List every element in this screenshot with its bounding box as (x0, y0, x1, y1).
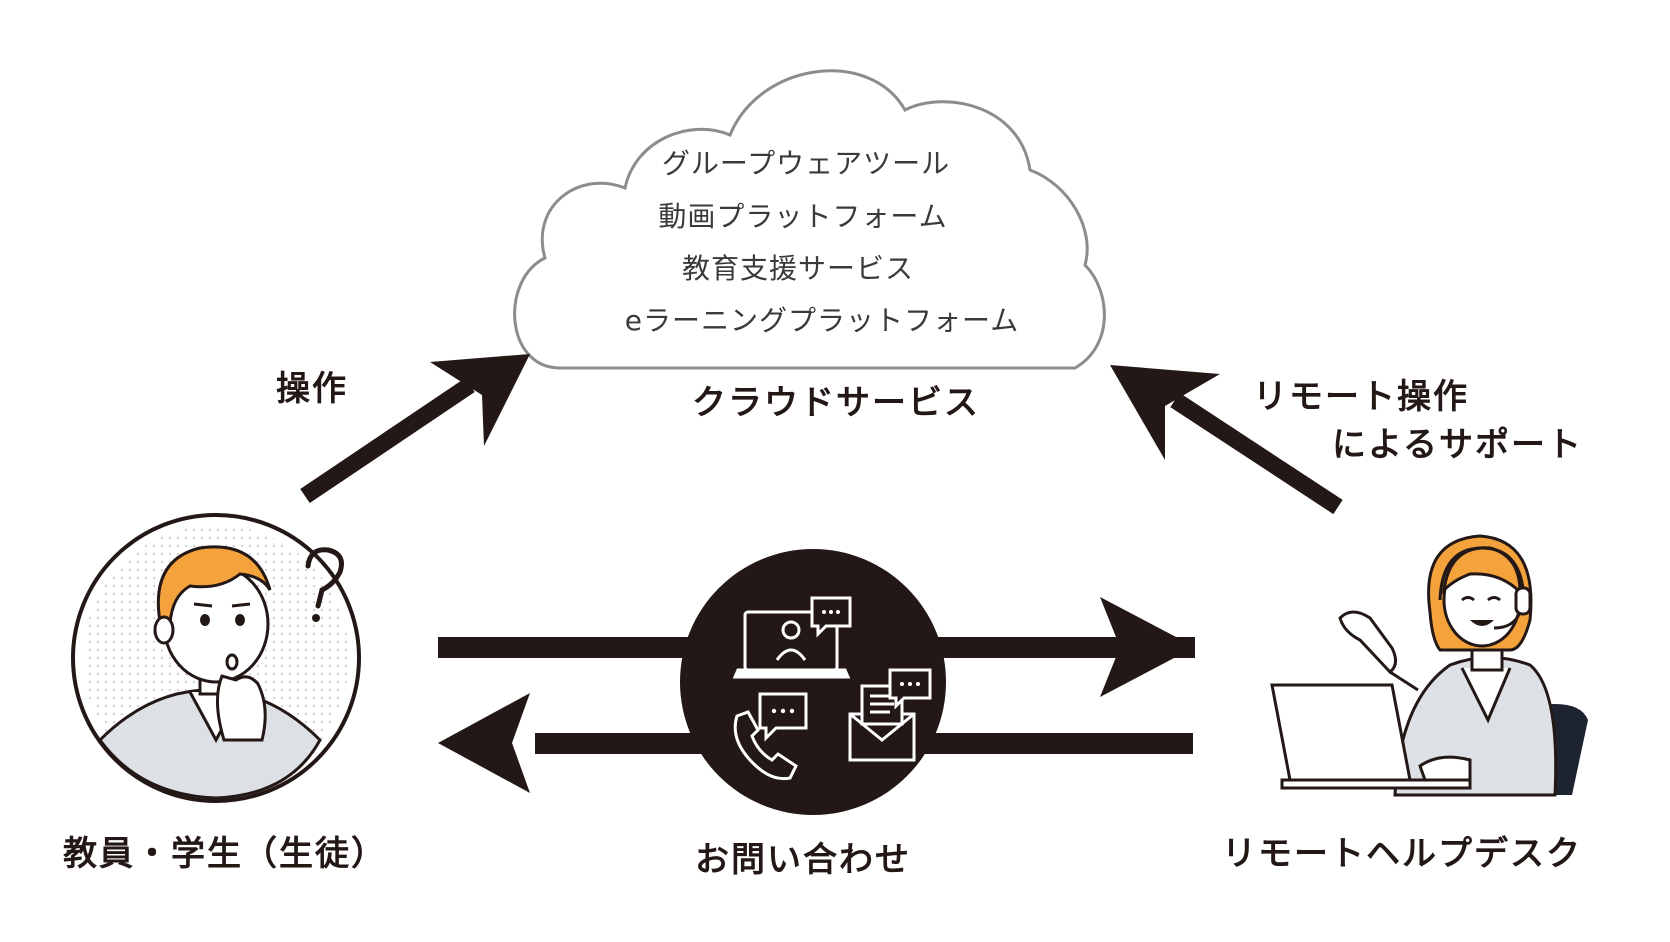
remote-operation-label-line2: によるサポート (1332, 425, 1583, 465)
helpdesk-label: リモートヘルプデスク (1222, 834, 1582, 874)
remote-operation-label-line1: リモート操作 (1253, 377, 1469, 417)
cloud-item-elearning-platform: eラーニングプラットフォーム (624, 304, 1020, 337)
video-call-icon (732, 596, 852, 679)
cloud-item-education-support: 教育支援サービス (681, 252, 915, 285)
operate-label: 操作 (276, 369, 348, 409)
operate-arrow (300, 354, 530, 504)
remote-support-arrow (1110, 365, 1343, 515)
cloud-shape (513, 69, 1106, 370)
user-illustration (71, 513, 361, 803)
cloud-item-groupware: グループウェアツール (661, 147, 951, 180)
inquiry-label: お問い合わせ (695, 840, 911, 880)
user-label: 教員・学生（生徒） (63, 834, 387, 874)
cloud-item-video-platform: 動画プラットフォーム (658, 200, 948, 233)
phone-icon (733, 692, 808, 781)
helpdesk-illustration (1270, 534, 1588, 797)
mail-icon (848, 668, 932, 762)
cloud-service-label: クラウドサービス (692, 383, 980, 423)
